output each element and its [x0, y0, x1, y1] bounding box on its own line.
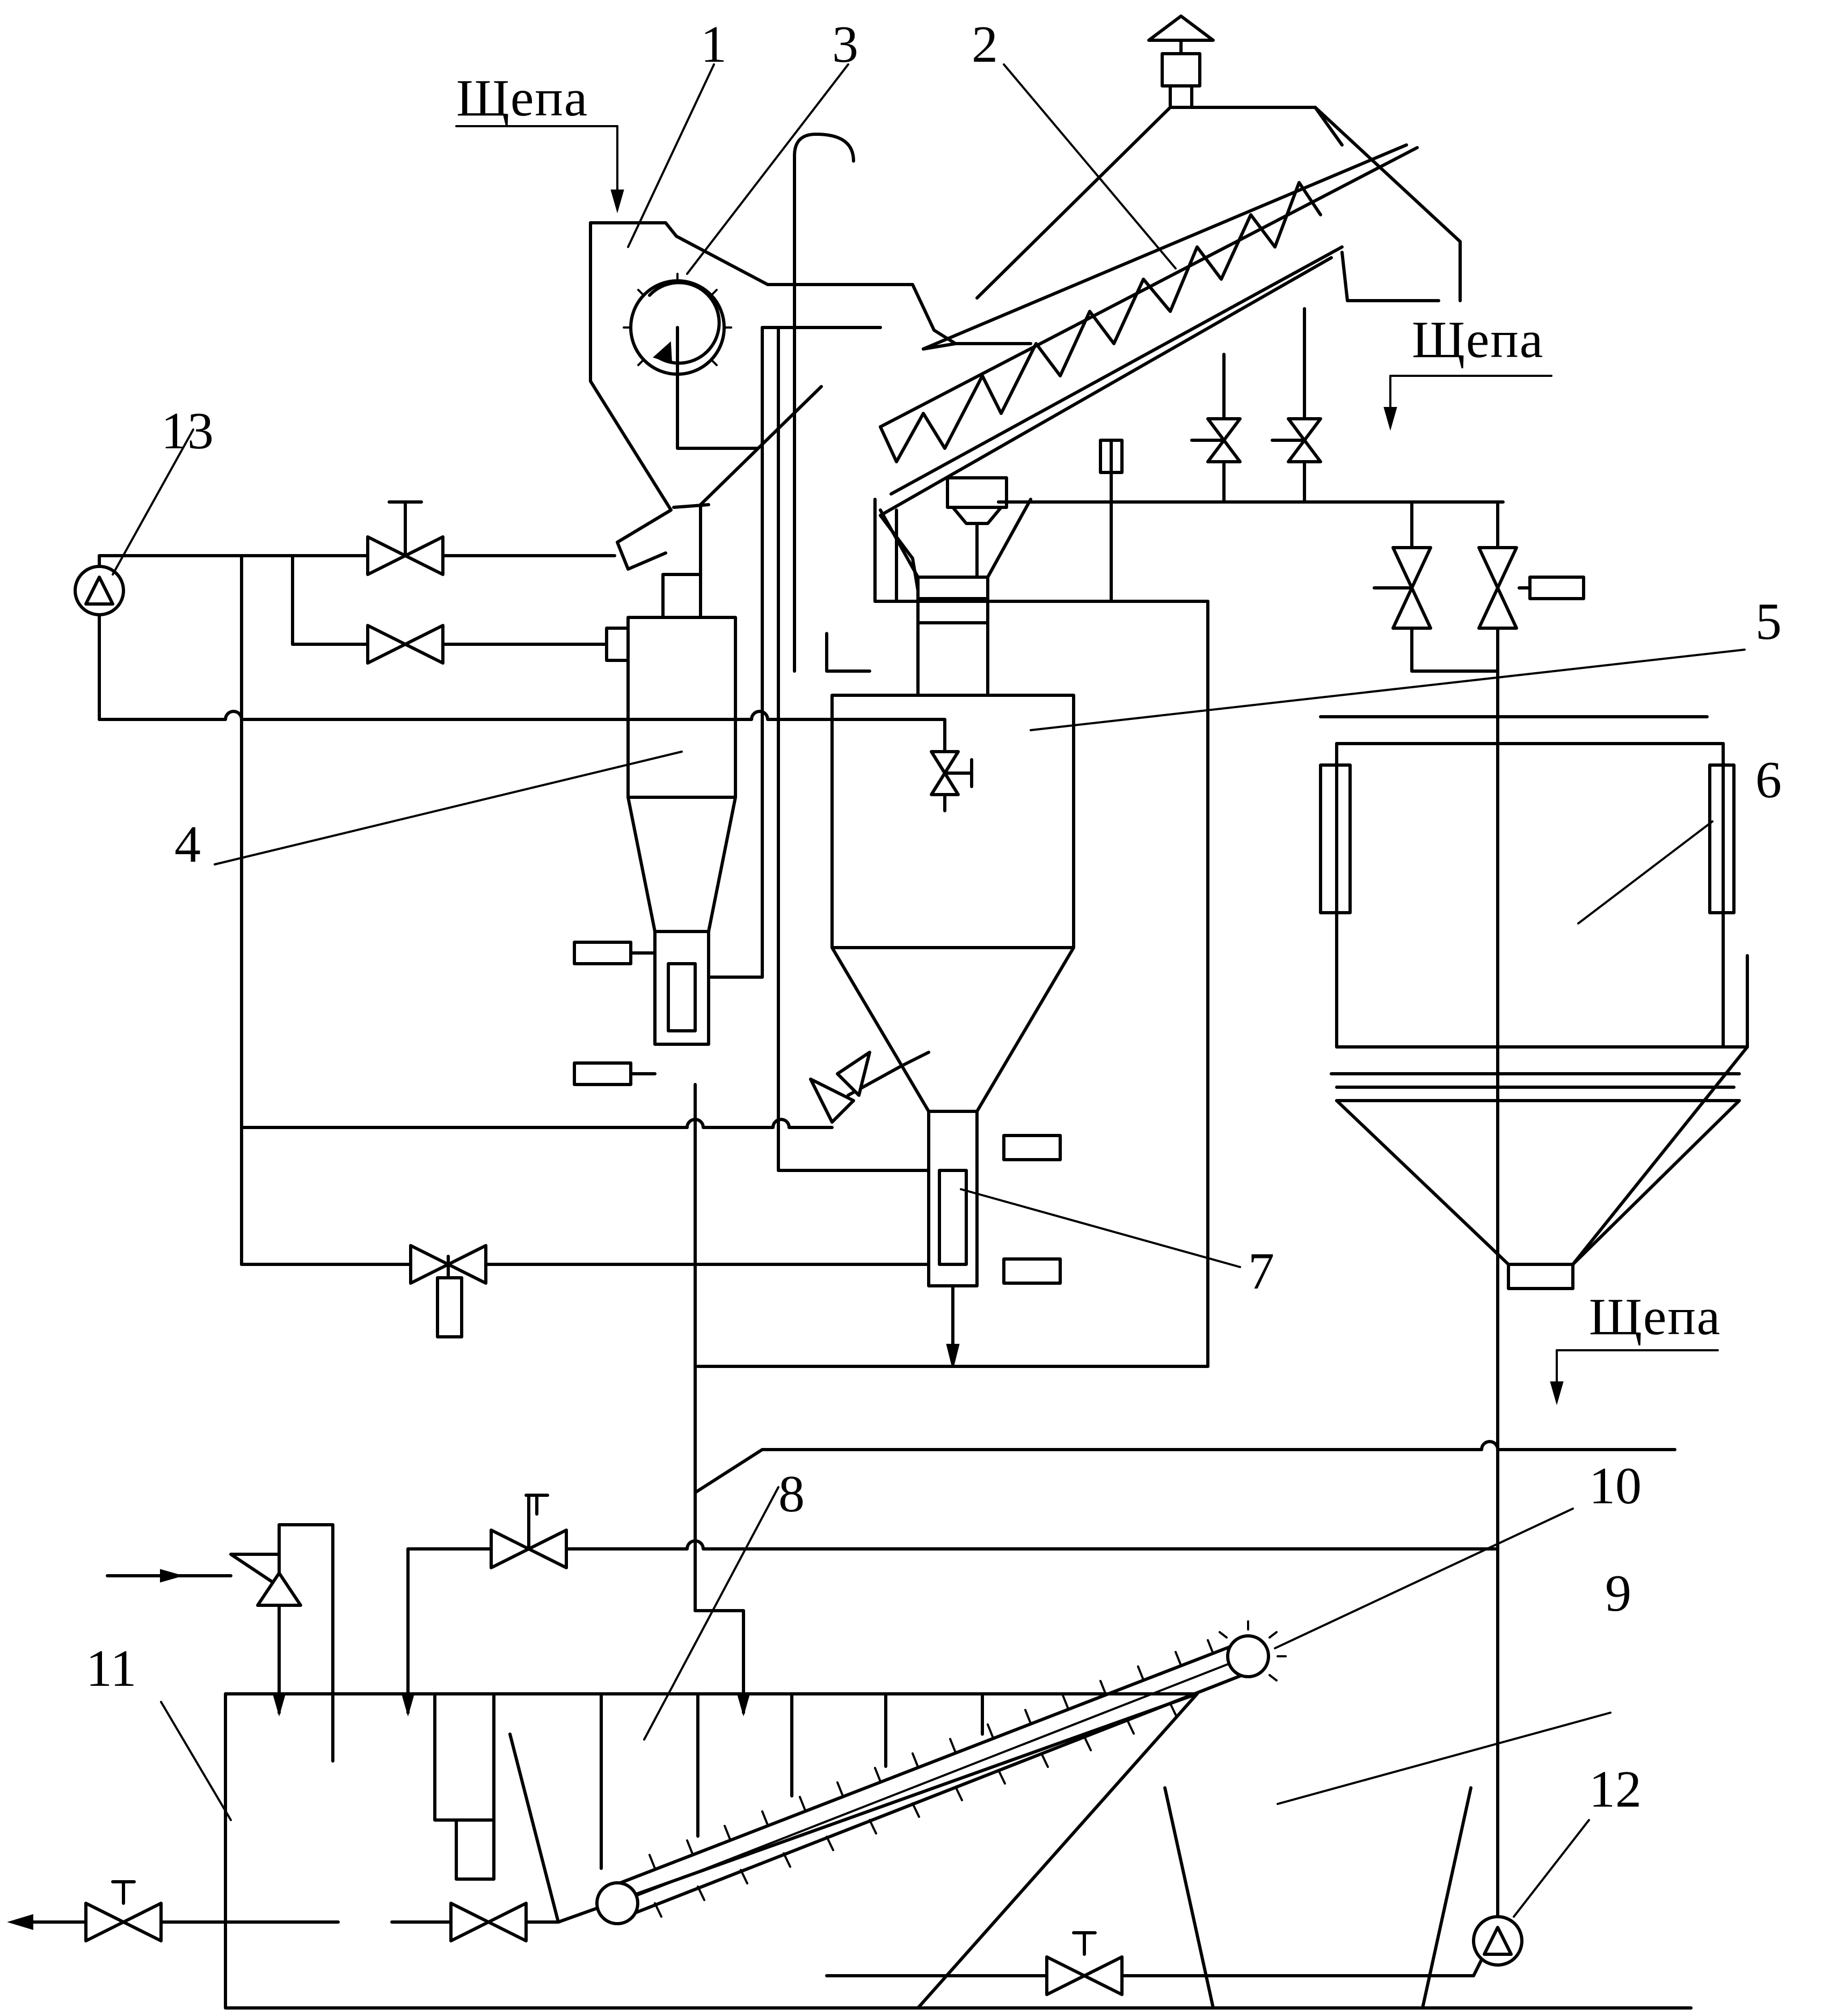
- valve-v-2790: [1477, 546, 1518, 630]
- valve-diag: [809, 1051, 871, 1124]
- lower-piping: [401, 1365, 1676, 1717]
- rotor-3: [623, 273, 759, 450]
- label-chip-inlet: Щепа: [456, 69, 588, 127]
- label-4: 4: [174, 816, 201, 874]
- chip-inlet-arrow: [455, 125, 624, 214]
- label-1: 1: [701, 16, 727, 74]
- valve-inlet-tank: [229, 1553, 302, 1607]
- label-9: 9: [1605, 1564, 1631, 1622]
- valve-h-1035: [366, 500, 444, 576]
- valve-v-2630: [1373, 546, 1432, 630]
- left-piping: [74, 326, 946, 1368]
- label-5: 5: [1755, 593, 1782, 651]
- label-3: 3: [832, 16, 858, 74]
- screw-conveyor-2: [879, 14, 1462, 592]
- chip-outlet-arrow-bottom: [1550, 1349, 1719, 1406]
- label-6: 6: [1755, 751, 1782, 809]
- label-chip-top: Щепа: [1412, 311, 1544, 369]
- label-8: 8: [778, 1465, 805, 1523]
- label-10: 10: [1589, 1457, 1642, 1515]
- valve-h-2885: [490, 1494, 568, 1569]
- valve-v-1760: [930, 750, 973, 796]
- right-piping: [696, 307, 1585, 1918]
- label-13: 13: [161, 402, 214, 460]
- feeder-7: [927, 1110, 1062, 1367]
- valve-h-2355: [409, 1244, 487, 1285]
- label-12: 12: [1589, 1760, 1642, 1818]
- belt-conveyor-9: [595, 1620, 1287, 1925]
- valve-h-3580a: [84, 1902, 163, 1942]
- pump-12: [1472, 1915, 1523, 1977]
- valves: [84, 417, 1518, 1996]
- valve-h-3580b: [449, 1902, 528, 1942]
- cyclone-4: [573, 385, 823, 1086]
- chip-outlet-arrow-top: [1383, 375, 1552, 431]
- label-chip-bottom: Щепа: [1589, 1288, 1721, 1346]
- label-2: 2: [972, 16, 998, 74]
- label-11: 11: [86, 1640, 136, 1698]
- valve-h-1200: [366, 624, 444, 665]
- leader-lines: [112, 63, 1746, 1918]
- valve-h-3680: [1045, 1955, 1124, 1996]
- steam-hook-pipe: [793, 133, 871, 673]
- valve-v-2430: [1271, 417, 1322, 463]
- vessel-6: [1319, 715, 1749, 1290]
- label-7: 7: [1248, 1242, 1274, 1300]
- valve-v-2280: [1190, 417, 1242, 463]
- text-labels: Щепа Щепа Щепа 1 2 3 4 5 6 7 8 9 10 11 1…: [86, 16, 1782, 1818]
- tank-11: [7, 1523, 1693, 2010]
